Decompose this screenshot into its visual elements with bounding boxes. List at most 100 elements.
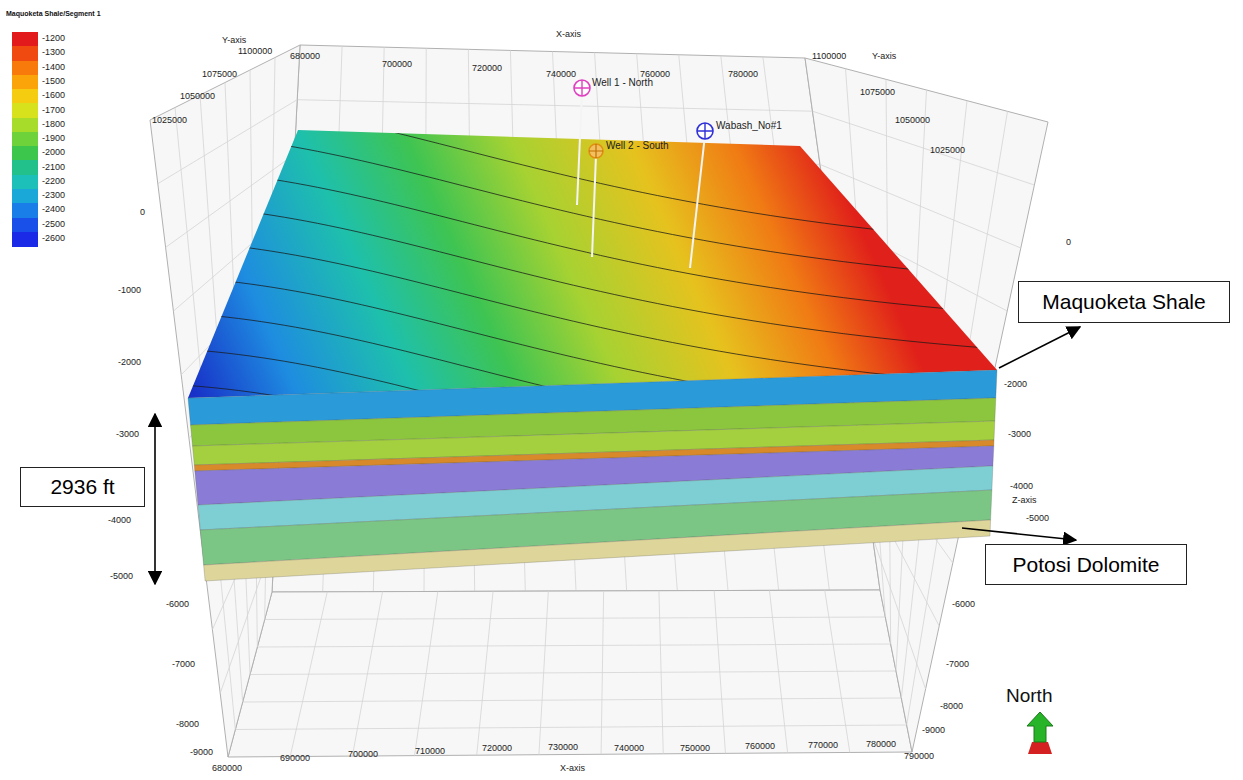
colorbar-value: -1800	[42, 120, 65, 129]
well-label: Wabash_No#1	[716, 121, 782, 131]
colorbar-swatch	[12, 132, 38, 147]
well-markers	[574, 80, 713, 268]
tick-label: 0	[140, 208, 145, 217]
colorbar-value: -1600	[42, 91, 65, 100]
axis-title: X-axis	[556, 30, 581, 39]
tick-label: -3000	[116, 430, 139, 439]
colorbar-value: -1300	[42, 48, 65, 57]
colorbar-value: -1900	[42, 134, 65, 143]
tick-label: 1025000	[152, 116, 187, 125]
tick-label: 1025000	[930, 146, 965, 155]
tick-label: -5000	[110, 572, 133, 581]
tick-label: 1075000	[202, 70, 237, 79]
grid-line	[257, 644, 890, 647]
colorbar-value: -1500	[42, 77, 65, 86]
colorbar-value: -2300	[42, 191, 65, 200]
axis-wall	[228, 590, 912, 757]
tick-label: 720000	[472, 64, 502, 73]
tick-label: -3000	[1008, 430, 1031, 439]
colorbar-value: -1200	[42, 34, 65, 43]
tick-label: -6000	[166, 600, 189, 609]
colorbar-swatch	[12, 203, 38, 218]
colorbar-value: -2100	[42, 163, 65, 172]
tick-label: 1075000	[860, 88, 895, 97]
tick-label: -1000	[118, 286, 141, 295]
colorbar-swatch	[12, 46, 38, 61]
grid-line	[297, 100, 812, 112]
thickness-arrow	[154, 414, 156, 584]
callout-box: Potosi Dolomite	[985, 544, 1187, 585]
grid-line	[235, 725, 906, 730]
colorbar-value: -1700	[42, 106, 65, 115]
grid-line	[873, 537, 926, 689]
tick-label: 0	[1066, 238, 1071, 247]
colorbar-swatch	[12, 232, 38, 247]
tick-label: 1050000	[895, 116, 930, 125]
tick-label: 740000	[614, 744, 644, 753]
north-arrow-icon	[1027, 712, 1053, 754]
colorbar-swatch	[12, 189, 38, 204]
colorbar-swatch	[12, 103, 38, 118]
tick-label: -5000	[1026, 514, 1049, 523]
contour-line	[140, 131, 1060, 281]
colorbar-swatch	[12, 89, 38, 104]
north-label: North	[1006, 686, 1052, 705]
tick-label: 770000	[808, 741, 838, 750]
colorbar-swatch	[12, 218, 38, 233]
callout-text: 2936 ft	[50, 475, 114, 498]
contour-line	[140, 167, 1060, 317]
tick-label: -7000	[946, 660, 969, 669]
axis-title: Y-axis	[222, 36, 246, 45]
tick-label: 710000	[415, 747, 445, 756]
tick-label: 740000	[546, 70, 576, 79]
grid-line	[265, 617, 886, 620]
colorbar-swatch	[12, 75, 38, 90]
axis-title: X-axis	[560, 764, 585, 773]
tick-label: -6000	[952, 600, 975, 609]
colorbar-value: -2600	[42, 234, 65, 243]
stratum-layer	[204, 520, 991, 581]
tick-label: 1100000	[238, 47, 272, 56]
tick-label: 1050000	[180, 92, 215, 101]
tick-label: -2000	[1004, 380, 1027, 389]
strata-layers	[188, 370, 997, 581]
tick-label: 690000	[280, 754, 310, 763]
tick-label: -4000	[1010, 482, 1033, 491]
colorbar-value: -2000	[42, 148, 65, 157]
colorbar-value: -2200	[42, 177, 65, 186]
tick-label: 730000	[548, 743, 578, 752]
tick-label: 1100000	[812, 52, 846, 61]
colorbar-swatch	[12, 118, 38, 133]
tick-label: -8000	[176, 720, 199, 729]
tick-label: 720000	[482, 744, 512, 753]
callout-box: Maquoketa Shale	[1018, 281, 1230, 323]
colorbar-value: -2500	[42, 220, 65, 229]
well-label: Well 1 - North	[592, 78, 653, 88]
leader-arrow	[999, 327, 1080, 368]
maquoketa-surface	[188, 130, 997, 398]
contour-line	[140, 203, 1060, 353]
legend-title: Maquoketa Shale/Segment 1	[6, 10, 101, 17]
tick-label: 780000	[728, 70, 758, 79]
tick-label: 790000	[904, 752, 934, 761]
tick-label: -9000	[190, 748, 213, 757]
tick-label: 680000	[212, 764, 242, 773]
tick-label: -2000	[118, 358, 141, 367]
axis-box	[150, 45, 1048, 757]
colorbar-swatch	[12, 61, 38, 76]
tick-label: 700000	[348, 750, 378, 759]
grid-line	[813, 111, 1035, 185]
tick-label: -7000	[172, 660, 195, 669]
grid-line	[243, 698, 902, 702]
tick-label: 780000	[866, 740, 896, 749]
colorbar-swatch	[12, 160, 38, 175]
grid-line	[158, 100, 297, 184]
contour-line	[140, 95, 1060, 245]
callout-text: Maquoketa Shale	[1042, 290, 1205, 313]
tick-label: -8000	[940, 702, 963, 711]
contour-lines	[140, 95, 1060, 641]
grid-line	[250, 671, 896, 675]
contour-line	[140, 239, 1060, 389]
tick-label: -4000	[108, 516, 131, 525]
